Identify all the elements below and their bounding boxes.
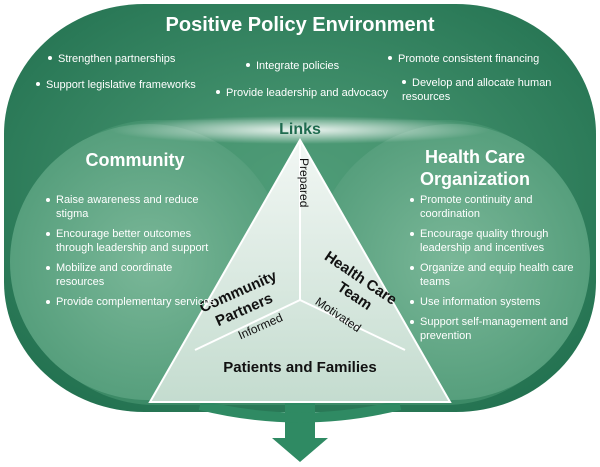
- hco-item: Promote continuity and coordination: [408, 193, 578, 221]
- community-title: Community: [85, 150, 185, 170]
- patients-families-label: Patients and Families: [223, 359, 376, 376]
- policy-item: Support legislative frameworks: [36, 78, 196, 92]
- bottom-curve: [198, 400, 402, 423]
- hco-item: Support self-management and prevention: [408, 315, 578, 343]
- community-item: Mobilize and coordinate resources: [44, 261, 220, 289]
- divider-right: [299, 299, 406, 351]
- prepared-label: Prepared: [297, 158, 311, 207]
- community-list: Raise awareness and reduce stigma Encour…: [44, 193, 220, 315]
- hco-item: Encourage quality through leadership and…: [408, 227, 578, 255]
- hco-title-line: Health Care: [424, 147, 526, 167]
- page-title: Positive Policy Environment: [165, 14, 435, 36]
- links-glow: [110, 116, 490, 144]
- hco-item: Organize and equip health care teams: [408, 261, 578, 289]
- divider-left: [194, 299, 301, 351]
- hco-title: Health Care Organization: [400, 146, 550, 190]
- policy-item: Provide leadership and advocacy: [216, 86, 388, 100]
- links-label: Links: [279, 121, 321, 138]
- policy-item: Integrate policies: [246, 59, 339, 73]
- policy-item: Strengthen partnerships: [48, 52, 175, 66]
- hco-list: Promote continuity and coordination Enco…: [408, 193, 578, 349]
- community-item: Raise awareness and reduce stigma: [44, 193, 220, 221]
- hco-item: Use information systems: [408, 295, 578, 309]
- community-item: Provide complementary services: [44, 295, 220, 309]
- policy-item: Promote consistent financing: [388, 52, 539, 66]
- policy-item: Develop and allocate human resources: [402, 77, 552, 103]
- community-item: Encourage better outcomes through leader…: [44, 227, 220, 255]
- hco-title-line: Organization: [419, 169, 530, 189]
